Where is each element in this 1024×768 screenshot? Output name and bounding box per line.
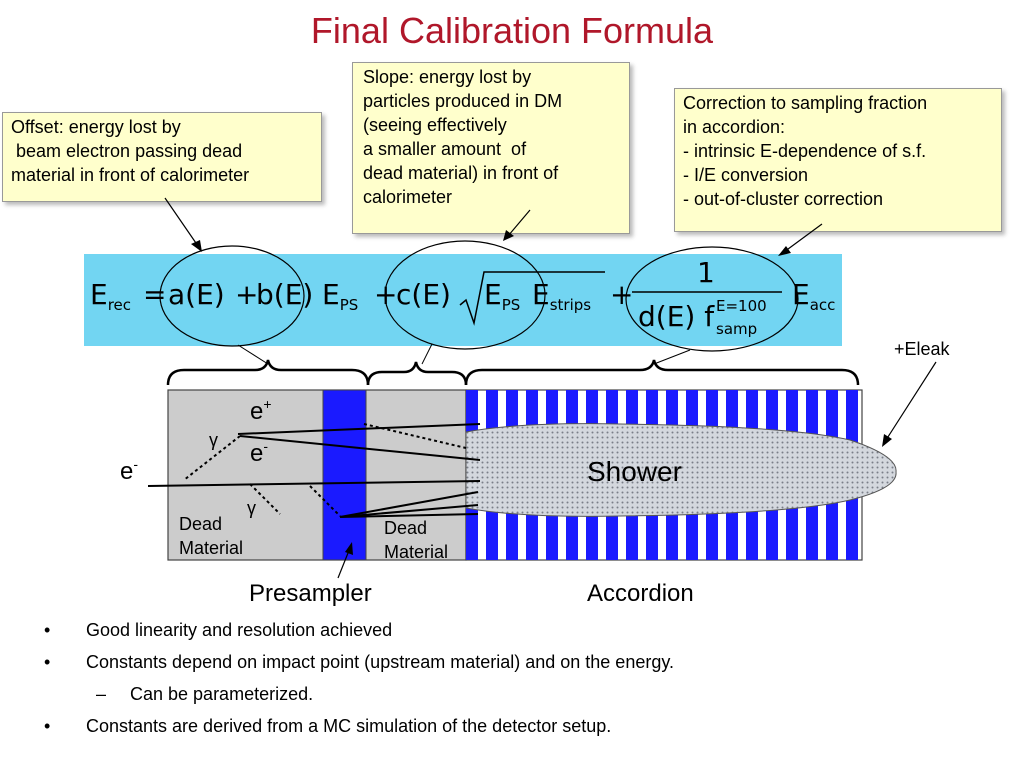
correction-term-ellipse	[625, 246, 799, 352]
formula-b-term: b(E)	[256, 278, 314, 311]
secondary-track-1	[339, 491, 479, 518]
formula-c-term: c(E)	[396, 278, 451, 311]
secondary-track-2	[339, 504, 479, 518]
offset-arrow	[164, 197, 199, 247]
connector-offset	[237, 344, 269, 365]
beam-electron-track	[147, 480, 481, 487]
slope-term-ellipse	[384, 240, 546, 350]
formula-equals: =	[143, 278, 167, 311]
correction-arrow-head	[778, 246, 791, 256]
gamma-label-2: γ	[247, 498, 256, 518]
eleak-label: +Eleak	[894, 339, 950, 359]
slope-arrow-head	[503, 230, 514, 241]
formula-sqrt-e-ps: EPS	[484, 278, 521, 314]
formula-plus-3: +	[610, 278, 634, 311]
formula-lhs: Erec	[90, 278, 132, 314]
formula-e-ps: EPS	[322, 278, 359, 314]
page-title: Final Calibration Formula	[310, 10, 714, 51]
connector-correction	[653, 349, 691, 365]
eleak-arrow-head	[882, 434, 892, 447]
gamma-track-3	[309, 485, 341, 517]
slope-arrow	[507, 209, 531, 237]
formula-e-acc: Eacc	[792, 278, 836, 314]
formula-sqrt-e-strips: Estrips	[532, 278, 592, 314]
dead-material-label-2: Dead Material	[384, 518, 449, 562]
connector-slope	[421, 343, 433, 365]
secondary-track-3	[339, 513, 479, 518]
brace-dead-material-1	[166, 359, 370, 386]
accordion-label: Accordion	[587, 580, 694, 607]
formula-plus-1: +	[235, 278, 259, 311]
dead-material-label-1: Dead Material	[179, 514, 244, 558]
positron-track	[237, 423, 481, 435]
presampler-arrow-head	[345, 542, 353, 555]
offset-callout: Offset: energy lost by beam electron pas…	[2, 112, 322, 202]
correction-arrow	[783, 223, 823, 253]
formula-numerator: 1	[697, 256, 715, 289]
eleak-arrow	[885, 361, 937, 441]
shower-shape	[465, 423, 897, 517]
correction-callout: Correction to sampling fraction in accor…	[674, 88, 1002, 232]
formula-plus-2: +	[374, 278, 398, 311]
brace-accordion	[464, 359, 860, 386]
gamma-label-1: γ	[209, 430, 218, 450]
electron-label: e-	[250, 438, 269, 467]
gamma-track-4	[249, 483, 281, 515]
offset-arrow-head	[191, 240, 202, 252]
shower-label: Shower	[587, 456, 682, 487]
beam-electron-label: e-	[120, 456, 139, 485]
formula-f-superscript: E=100	[716, 297, 767, 315]
slope-callout: Slope: energy lost by particles produced…	[352, 62, 630, 234]
electron-track	[239, 435, 481, 461]
offset-term-ellipse	[159, 245, 305, 347]
sqrt-sign	[459, 271, 605, 326]
positron-label: e+	[250, 396, 272, 425]
presampler-label: Presampler	[249, 580, 372, 607]
brace-dead-material-2	[366, 361, 468, 386]
formula-a-term: a(E)	[168, 278, 225, 311]
calibration-formula	[84, 254, 842, 346]
presampler-bar	[322, 389, 367, 561]
formula-f-subscript: samp	[716, 320, 758, 338]
formula-denominator: d(E) f	[638, 300, 715, 333]
